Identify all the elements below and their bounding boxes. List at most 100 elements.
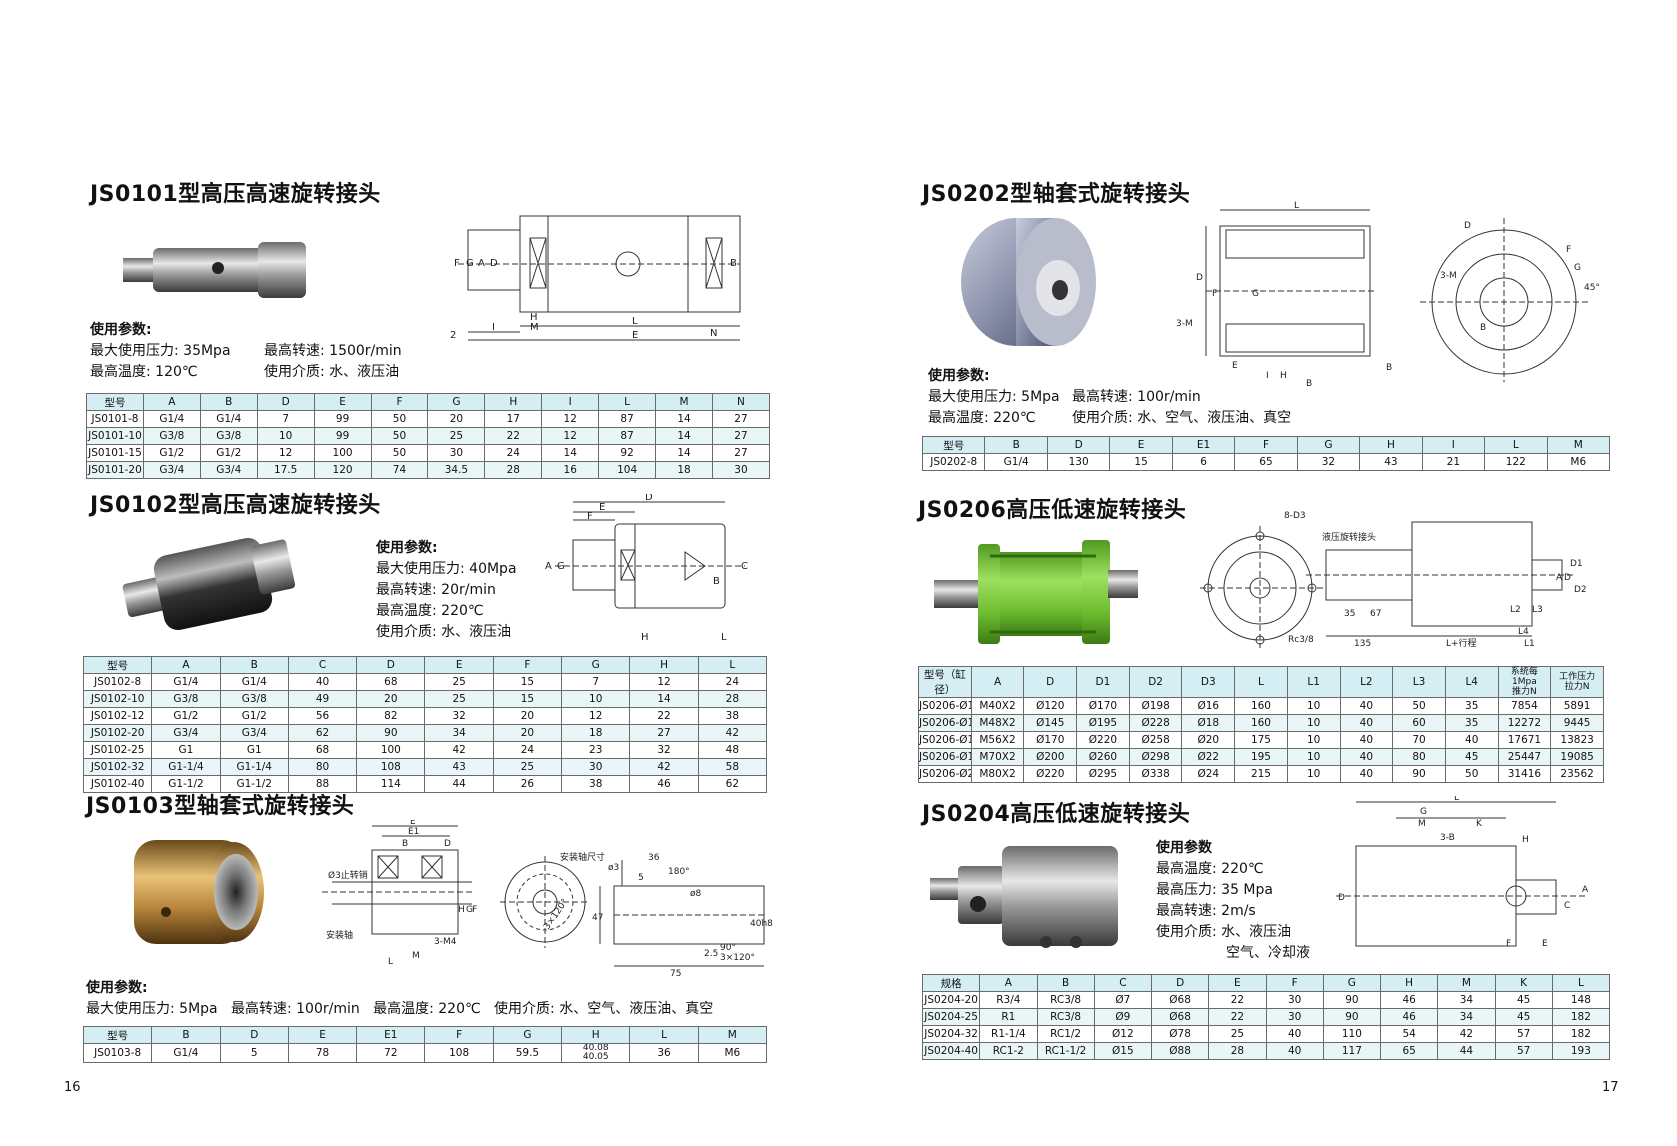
column-header: L3: [1392, 666, 1446, 698]
table-cell: JS0204-40: [921, 1042, 981, 1060]
table-cell: 110: [1322, 1025, 1382, 1043]
column-header: B: [199, 393, 258, 411]
column-header: F: [424, 1026, 494, 1044]
dim-label: 135: [1354, 639, 1371, 648]
table-cell: 32: [1296, 453, 1361, 471]
table-cell: 28: [697, 690, 768, 708]
column-header: A: [979, 974, 1038, 992]
table-cell: 45: [1494, 991, 1553, 1009]
table-cell: 30: [1265, 1008, 1324, 1026]
table-cell: Ø260: [1076, 748, 1130, 766]
table-cell: JS0206-Ø200-A: [918, 765, 972, 783]
table-cell: Ø145: [1023, 714, 1078, 732]
table-cell: 19085: [1550, 748, 1604, 766]
table-cell: Ø20: [1181, 731, 1236, 749]
table-cell: Ø78: [1150, 1025, 1210, 1043]
dim-label: B: [402, 839, 408, 849]
dim-label: D: [1338, 893, 1345, 903]
column-header: D1: [1076, 666, 1130, 698]
table-cell: Ø338: [1128, 765, 1183, 783]
table-cell: 5891: [1550, 697, 1604, 715]
dim-label: I: [492, 322, 495, 333]
table-cell: Ø18: [1181, 714, 1236, 732]
column-header: H: [484, 393, 543, 411]
js0202-front-drawing: D F G 45° 3-M B: [1420, 218, 1600, 382]
table-row: JS0206-Ø180-AM70X2Ø200Ø260Ø298Ø221951040…: [918, 748, 1604, 766]
table-cell: M40X2: [970, 697, 1025, 715]
js0102-title: JS0102型高压高速旋转接头: [90, 493, 381, 518]
column-header: 系统每1Mpa 推力N: [1497, 666, 1552, 698]
table-cell: 50: [370, 427, 429, 445]
dim-label: F: [587, 511, 593, 522]
table-cell: 160: [1234, 697, 1288, 715]
table-cell: 57: [1494, 1042, 1553, 1060]
table-cell: JS0103-8: [82, 1043, 153, 1063]
params-heading: 使用参数: [1156, 840, 1212, 856]
dim-label: Ø3止转销: [328, 869, 368, 881]
column-header: E1: [356, 1026, 426, 1044]
dim-label: N: [710, 328, 717, 339]
js0202-section-drawing: L D F G 3-M E I H B B: [1176, 201, 1392, 389]
param-text: 使用介质: 水、液压油: [376, 624, 512, 640]
dim-label: A: [1556, 573, 1563, 583]
dim-label: D: [645, 494, 653, 503]
column-header: G: [561, 656, 631, 674]
table-cell: M80X2: [970, 765, 1025, 783]
table-cell: 28: [484, 461, 543, 479]
table-cell: 22: [629, 707, 699, 725]
column-header: F: [370, 393, 429, 411]
column-header: D3: [1181, 666, 1236, 698]
dim-label: 36: [648, 853, 660, 863]
params-heading: 使用参数:: [376, 540, 438, 556]
table-cell: G1/2: [151, 707, 221, 725]
dim-label: G: [1574, 263, 1581, 273]
column-header: L: [1484, 436, 1548, 454]
table-cell: Ø68: [1150, 991, 1210, 1009]
table-cell: 46: [1379, 1008, 1439, 1026]
dim-label: M: [412, 951, 420, 961]
js0103-photo: [134, 840, 264, 944]
js0204-photo: [930, 846, 1118, 948]
params-heading: 使用参数:: [928, 368, 990, 384]
page-number-right: 17: [1602, 1080, 1619, 1095]
table-cell: 35: [1444, 697, 1499, 715]
table-cell: 10: [1286, 731, 1341, 749]
dim-label: 90°: [720, 943, 736, 953]
table-cell: G1-1/2: [151, 775, 221, 793]
dim-label: K: [1476, 819, 1483, 829]
column-header: D2: [1128, 666, 1183, 698]
table-cell: 43: [1359, 453, 1423, 471]
dim-label: 35: [1344, 609, 1355, 619]
table-cell: 23562: [1550, 765, 1604, 783]
table-cell: 27: [629, 724, 699, 742]
js0103-params: 使用参数: 最大使用压力: 5Mpa 最高转速: 100r/min 最高温度: …: [86, 978, 713, 1020]
table-cell: G1-1/4: [151, 758, 221, 776]
table-cell: 12: [629, 673, 699, 691]
dim-label: 5: [638, 873, 644, 883]
table-cell: 22: [1208, 1008, 1267, 1026]
dim-label: E: [599, 502, 605, 513]
table-cell: 50: [1392, 697, 1446, 715]
table-cell: 15: [492, 690, 563, 708]
js0102-drawing: D E F A G C B H L: [545, 494, 748, 643]
table-cell: 20: [356, 690, 426, 708]
table-cell: 193: [1551, 1042, 1611, 1060]
dim-label: C: [1564, 901, 1570, 911]
param-text: 最高压力: 35 Mpa: [1156, 882, 1273, 898]
dim-label: 45°: [1584, 283, 1600, 293]
table-cell: 48: [697, 741, 768, 759]
param-text: 最高温度: 120℃: [90, 364, 198, 380]
table-cell: 44: [424, 775, 494, 793]
js0101-title: JS0101型高压高速旋转接头: [90, 182, 381, 207]
js0103-shaft-drawing: 安装轴尺寸 36 ø3 5 180° ø8 47 40h8 2.5 90° 3×…: [560, 851, 773, 979]
table-cell: G3/8: [142, 427, 201, 445]
params-heading: 使用参数:: [86, 980, 148, 996]
table-cell: G1: [151, 741, 221, 759]
